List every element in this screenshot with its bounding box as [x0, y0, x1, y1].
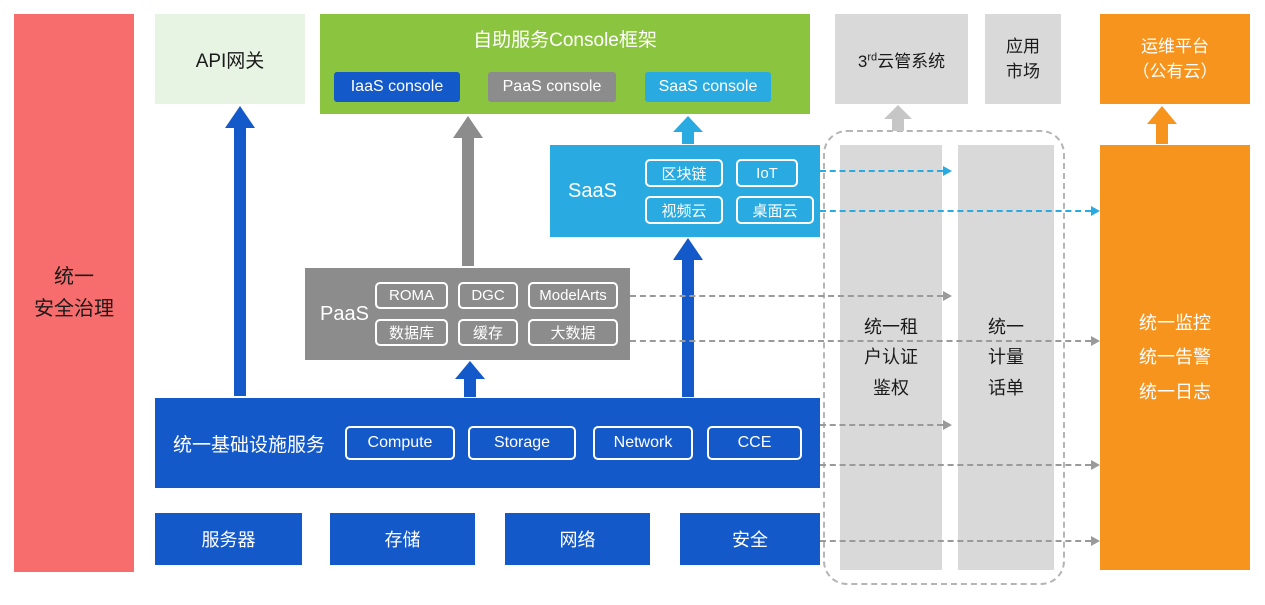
connector-saas-to-auth-icon	[820, 166, 952, 176]
third-party-cloud-rest: 云管系统	[877, 51, 946, 71]
api-gateway-box: API网关	[155, 14, 305, 104]
hardware-security-box: 安全	[680, 513, 820, 565]
hardware-security-label: 安全	[732, 530, 768, 550]
monitor-label: 统一监控 统一告警 统一日志	[1139, 313, 1211, 402]
arrow-infra-to-saas-icon	[673, 238, 703, 397]
third-party-cloud-base: 3	[857, 51, 868, 71]
metering-label: 统一 计量 话单	[988, 316, 1024, 398]
om-platform-label: 运维平台 （公有云）	[1132, 36, 1218, 82]
connector-hardware-to-monitor-icon	[820, 536, 1100, 546]
security-governance-label: 统一 安全治理	[34, 266, 114, 320]
iaas-console-chip: IaaS console	[334, 72, 460, 102]
infra-block-label: 统一基础设施服务	[173, 434, 326, 456]
arrow-infra-to-paas-icon	[455, 361, 485, 397]
third-party-cloud-mgmt-box: 3rd云管系统	[835, 14, 968, 104]
infra-item-compute: Compute	[345, 426, 455, 460]
paas-block-label: PaaS	[320, 302, 369, 325]
connector-paas-to-metering-icon	[630, 291, 952, 301]
hardware-server-box: 服务器	[155, 513, 302, 565]
third-party-cloud-mgmt-label: 3rd云管系统	[858, 47, 945, 72]
saas-item-desktop-cloud: 桌面云	[736, 196, 814, 224]
infra-item-cce: CCE	[707, 426, 802, 460]
infra-item-storage: Storage	[468, 426, 576, 460]
arrow-infra-to-api-gateway-icon	[225, 106, 255, 396]
arrow-saas-to-console-icon	[673, 116, 703, 144]
arrow-auth-to-cloud-mgmt-icon	[884, 105, 912, 131]
app-market-box: 应用 市场	[985, 14, 1061, 104]
paas-item-roma: ROMA	[375, 282, 448, 309]
saas-item-blockchain: 区块链	[645, 159, 723, 187]
tenant-auth-label: 统一租 户认证 鉴权	[864, 316, 918, 398]
paas-item-database: 数据库	[375, 319, 448, 346]
connector-infra-to-metering-icon	[820, 420, 952, 430]
security-governance-bar: 统一 安全治理	[14, 14, 134, 572]
paas-console-chip: PaaS console	[488, 72, 616, 102]
infra-item-network: Network	[593, 426, 693, 460]
infra-block: 统一基础设施服务 Compute Storage Network CCE	[155, 398, 820, 488]
connector-saas-to-monitor-icon	[820, 206, 1100, 216]
console-frame-box: 自助服务Console框架 IaaS console PaaS console …	[320, 14, 810, 114]
tenant-services-dashed-frame	[823, 130, 1065, 585]
paas-item-dgc: DGC	[458, 282, 518, 309]
saas-block-label: SaaS	[568, 179, 617, 202]
paas-item-modelarts: ModelArts	[528, 282, 618, 309]
monitor-bar: 统一监控 统一告警 统一日志	[1100, 145, 1250, 570]
hardware-network-label: 网络	[559, 530, 596, 550]
tenant-auth-bar: 统一租 户认证 鉴权	[840, 145, 942, 570]
om-platform-box: 运维平台 （公有云）	[1100, 14, 1250, 104]
hardware-storage-label: 存储	[384, 530, 421, 550]
saas-item-iot: IoT	[736, 159, 798, 187]
saas-item-video-cloud: 视频云	[645, 196, 723, 224]
hardware-storage-box: 存储	[330, 513, 475, 565]
hardware-server-label: 服务器	[201, 530, 256, 550]
third-party-cloud-sup: rd	[867, 50, 878, 63]
arrow-monitor-to-om-platform-icon	[1147, 106, 1177, 144]
arrow-paas-to-console-icon	[453, 116, 483, 266]
app-market-label: 应用 市场	[1006, 36, 1040, 82]
paas-block: PaaS ROMA DGC ModelArts 数据库 缓存 大数据	[305, 268, 630, 360]
connector-paas-to-monitor-icon	[630, 336, 1100, 346]
saas-block: SaaS 区块链 IoT 视频云 桌面云	[550, 145, 820, 237]
saas-console-chip: SaaS console	[645, 72, 771, 102]
metering-bar: 统一 计量 话单	[958, 145, 1054, 570]
hardware-network-box: 网络	[505, 513, 650, 565]
paas-item-cache: 缓存	[458, 319, 518, 346]
connector-infra-to-monitor-icon	[820, 460, 1100, 470]
paas-item-bigdata: 大数据	[528, 319, 618, 346]
api-gateway-label: API网关	[195, 50, 265, 72]
console-frame-title: 自助服务Console框架	[473, 30, 657, 51]
